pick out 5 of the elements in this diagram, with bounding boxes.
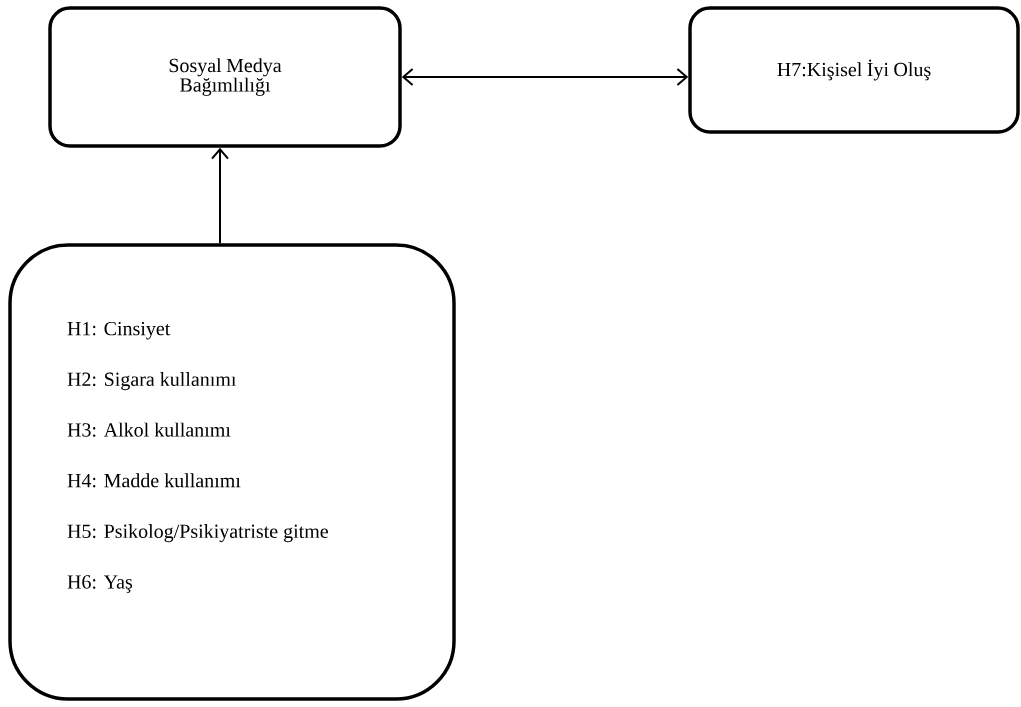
arrow [211, 147, 229, 245]
concept-box: H7:Kişisel İyi Oluş [688, 6, 1020, 134]
concept-box: Sosyal Medya Bağımlılığı [48, 6, 402, 148]
hypothesis-box: H1: Cinsiyet H2: Sigara kullanımı H3: Alkol kullanımı H4: Madde kullanımı H5: Psikolog/Psikiyatriste gitme H6: Yaş [8, 243, 456, 701]
arrow [401, 68, 689, 86]
